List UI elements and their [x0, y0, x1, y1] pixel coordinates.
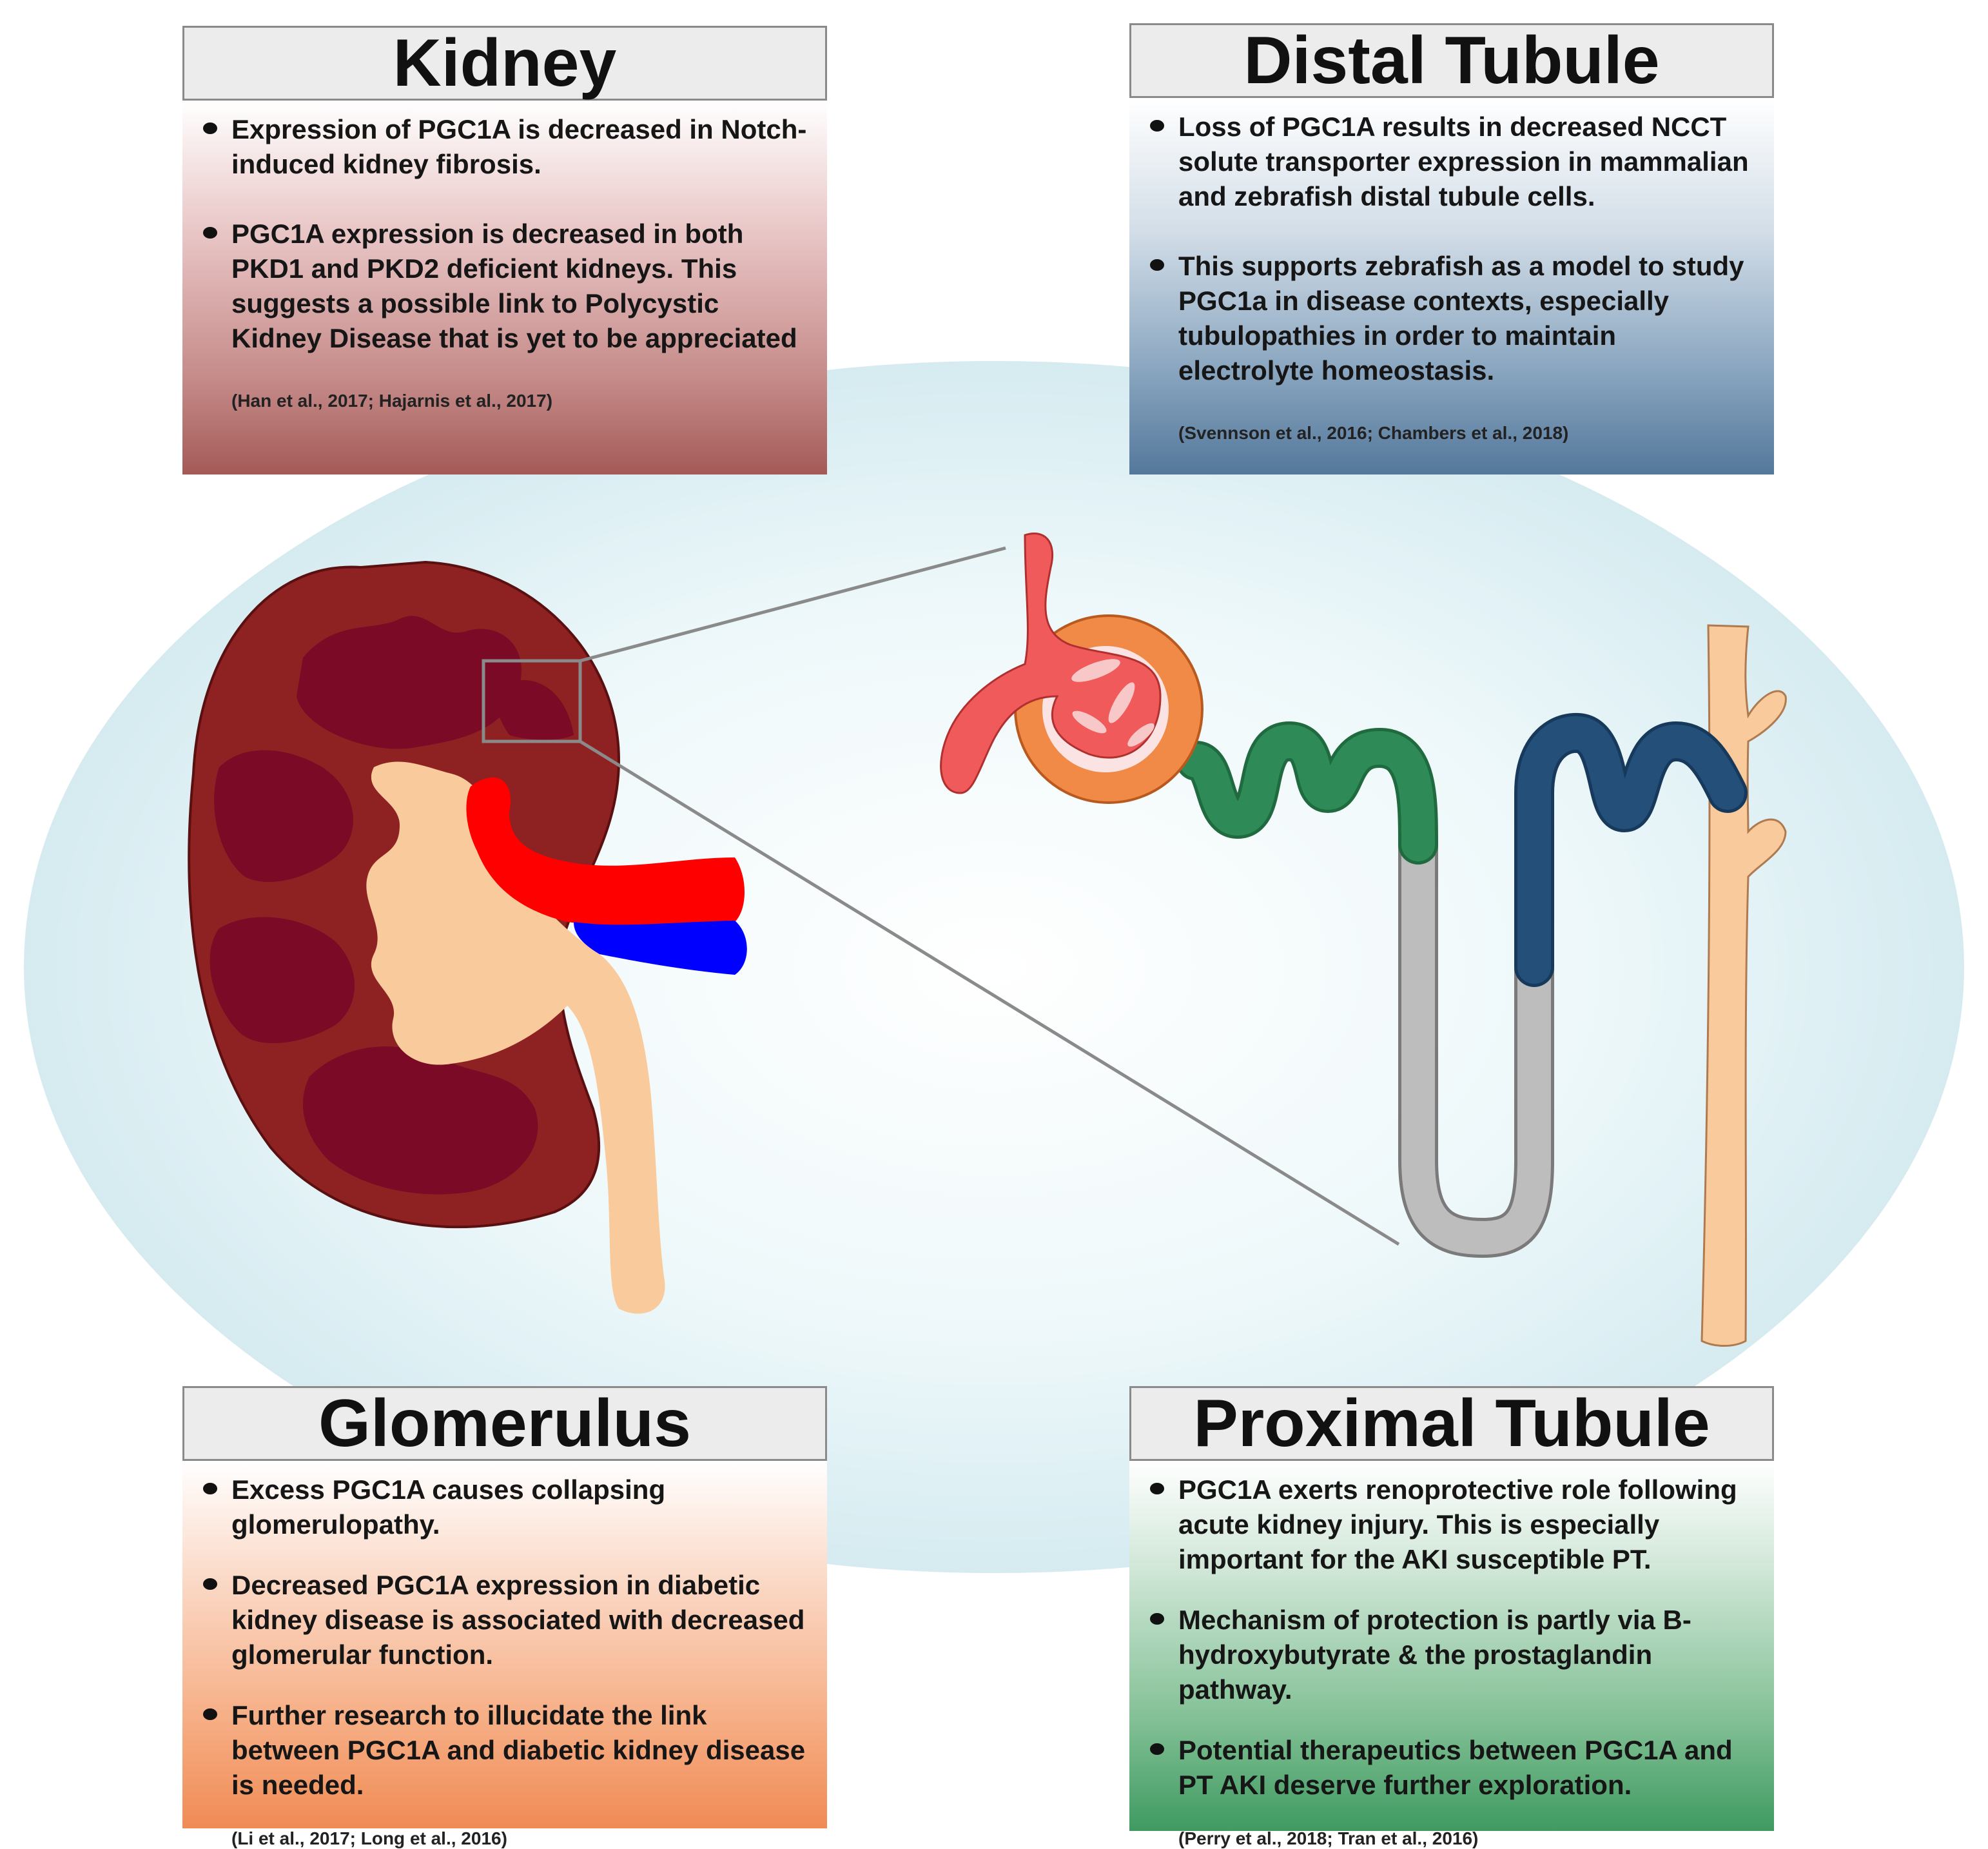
glomerulus-bullet: Decreased PGC1A expression in diabetic k… [200, 1568, 809, 1672]
distal-tubule-bullet: This supports zebrafish as a model to st… [1147, 249, 1756, 388]
zoom-line-top [580, 546, 1006, 663]
proximal-tubule-fill [1179, 725, 1435, 861]
glomerular-capillary-4 [1127, 723, 1155, 747]
proximal-tubule-citation: (Perry et al., 2018; Tran et al., 2016) [1178, 1828, 1479, 1848]
distal-tubule-panel-title: Distal Tubule [1129, 23, 1774, 98]
distal-tubule-panel-body: Loss of PGC1A results in decreased NCCT … [1129, 98, 1774, 474]
renal-vein [574, 921, 747, 975]
distal-tubule-panel: Distal Tubule Loss of PGC1A results in d… [1129, 23, 1774, 474]
proximal-tubule-panel-title: Proximal Tubule [1129, 1386, 1774, 1461]
glomerulus-panel-body: Excess PGC1A causes collapsing glomerulo… [182, 1461, 827, 1848]
glomerulus-bullet: Excess PGC1A causes collapsing glomerulo… [200, 1472, 809, 1542]
medulla-pyramid-left-upper [214, 750, 353, 883]
glomerular-capillary-1 [1071, 659, 1120, 682]
proximal-tubule-bullet: PGC1A exerts renoprotective role followi… [1147, 1472, 1756, 1577]
glomerular-capillary-3 [1072, 710, 1107, 734]
distal-tubule-fill [1517, 716, 1744, 984]
kidney-panel: Kidney Expression of PGC1A is decreased … [182, 26, 827, 474]
proximal-tubule-panel-body: PGC1A exerts renoprotective role followi… [1129, 1461, 1774, 1848]
proximal-tubule-bullet: Potential therapeutics between PGC1A and… [1147, 1733, 1756, 1803]
kidney-illustration [188, 560, 747, 1314]
glomerular-capillary-2 [1108, 682, 1135, 723]
glomerulus-citation: (Li et al., 2017; Long et al., 2016) [231, 1828, 507, 1848]
distal-tubule-citation: (Svennson et al., 2016; Chambers et al.,… [1178, 423, 1569, 443]
medulla-pyramid-top [297, 616, 521, 749]
kidney-bullet-list: Expression of PGC1A is decreased in Notc… [200, 112, 809, 356]
medulla-pyramid-bottom [303, 1046, 538, 1195]
glomerulus-bullet: Further research to illucidate the link … [200, 1698, 809, 1803]
renal-artery [466, 777, 745, 927]
medulla-pyramid-left-lower [210, 917, 355, 1044]
proximal-tubule-bullet: Mechanism of protection is partly via B-… [1147, 1603, 1756, 1707]
kidney-panel-body: Expression of PGC1A is decreased in Notc… [182, 101, 827, 474]
kidney-panel-title: Kidney [182, 26, 827, 101]
zoom-line-bottom [579, 739, 1400, 1246]
distal-tubule-bullet: Loss of PGC1A results in decreased NCCT … [1147, 110, 1756, 214]
glomerulus-panel-title: Glomerulus [182, 1386, 827, 1461]
renal-pelvis [366, 761, 665, 1314]
medulla-pyramid-upper-right [496, 680, 574, 740]
proximal-tubule-bullet-list: PGC1A exerts renoprotective role followi… [1147, 1472, 1756, 1803]
kidney-bullet: PGC1A expression is decreased in both PK… [200, 217, 809, 356]
zoom-box [482, 659, 582, 743]
kidney-citation: (Han et al., 2017; Hajarnis et al., 2017… [231, 391, 553, 411]
loop-of-henle-fill [1401, 828, 1551, 1255]
kidney-bullet: Expression of PGC1A is decreased in Notc… [200, 112, 809, 182]
glomerulus-bullet-list: Excess PGC1A causes collapsing glomerulo… [200, 1472, 809, 1803]
glomerulus-panel: Glomerulus Excess PGC1A causes collapsin… [182, 1386, 827, 1848]
proximal-tubule-panel: Proximal Tubule PGC1A exerts renoprotect… [1129, 1386, 1774, 1848]
distal-tubule-bullet-list: Loss of PGC1A results in decreased NCCT … [1147, 110, 1756, 388]
nephron-illustration [940, 532, 1787, 1347]
